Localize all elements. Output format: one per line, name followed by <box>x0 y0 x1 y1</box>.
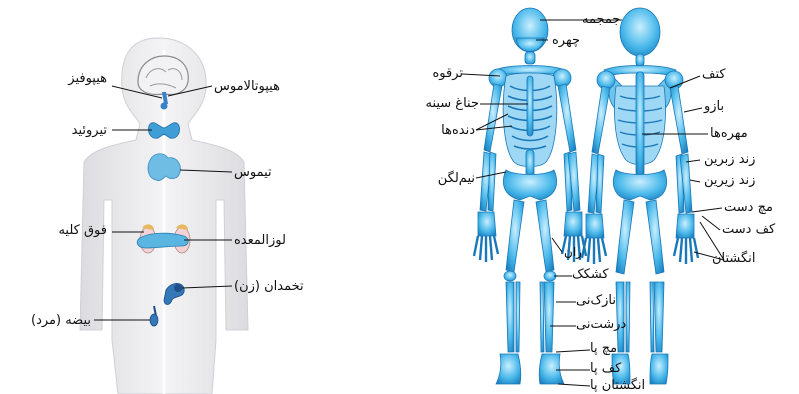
label-skull: جمجمه <box>582 13 620 26</box>
label-humerus: بازو <box>704 100 724 113</box>
label-pelvis: نیم‌لگن <box>438 172 475 185</box>
label-patella: کشکک <box>572 268 609 281</box>
label-thyroid: تیروئید <box>72 124 107 137</box>
label-tibia: درشت‌نی <box>576 318 626 331</box>
label-shoulder: کتف <box>702 68 726 81</box>
label-pituitary: هیپوفیز <box>68 72 107 85</box>
label-pancreas: لوزالمعده <box>234 234 286 247</box>
label-vertebrae: مهره‌ها <box>710 127 748 140</box>
label-fibula: نازک‌نی <box>576 294 616 307</box>
label-femur: ران <box>564 246 582 258</box>
label-clavicle: ترقوه <box>432 67 463 80</box>
label-toes: انگشتان پا <box>590 379 645 392</box>
label-adrenal: فوق کلیه <box>58 224 107 237</box>
label-radius: زند زیرین <box>704 174 755 187</box>
label-sole: کف پا <box>590 362 621 375</box>
label-ovary: تخمدان (زن) <box>234 280 304 293</box>
label-hypothalamus: هیپوتالاموس <box>214 80 280 93</box>
pancreas-icon <box>137 233 188 248</box>
label-thymus: تیموس <box>234 166 272 179</box>
label-testis: بیضه (مرد) <box>31 314 91 327</box>
label-wrist: مچ دست <box>724 201 773 214</box>
label-fingers: انگشتان <box>712 252 755 265</box>
label-sternum: جناغ سینه <box>425 97 479 110</box>
label-palm: کف دست <box>722 223 775 236</box>
label-ankle: مچ پا <box>590 342 617 355</box>
label-face: چهره <box>552 34 580 47</box>
label-ribs: دنده‌ها <box>441 124 475 137</box>
skeleton-front <box>474 8 586 384</box>
label-ulna: زند زبرین <box>704 153 755 166</box>
